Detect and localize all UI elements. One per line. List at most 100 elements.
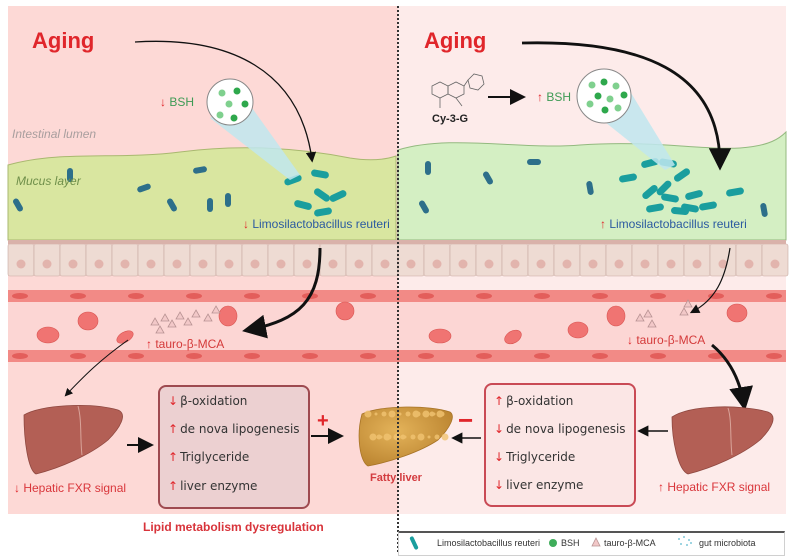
bsh-dot: [241, 100, 249, 108]
cell-nucleus: [42, 259, 52, 269]
endothelial-cells: [12, 293, 782, 359]
cell-nucleus: [328, 259, 338, 269]
endothelial-nucleus: [766, 293, 782, 299]
tauro-triangle: [191, 309, 201, 318]
effect-row: ↑de nova lipogenesis: [168, 422, 300, 436]
reuteri-rod: [294, 200, 312, 210]
effect-row: ↓de nova lipogenesis: [494, 422, 626, 436]
fat-droplet: [405, 411, 411, 417]
tauro-label-right: ↓ tauro-β-MCA: [627, 333, 706, 347]
cell-nucleus: [614, 259, 624, 269]
triangle-icon: [591, 537, 601, 549]
cell-nucleus: [68, 259, 78, 269]
reuteri-rod: [661, 193, 679, 203]
panel-divider: [397, 6, 399, 552]
microbe: [193, 166, 207, 174]
tauro-label-left: ↑ tauro-β-MCA: [146, 337, 225, 351]
tauro-to-liver-arrow-left: [64, 339, 129, 397]
endothelial-nucleus: [244, 293, 260, 299]
legend: Limosilactobacillus reuteri BSH tauro-β-…: [398, 531, 785, 556]
rod-bacterium-icon: [409, 536, 419, 552]
fxr-label-right: ↑ Hepatic FXR signal: [658, 480, 771, 494]
endothelial-nucleus: [12, 293, 28, 299]
legend-label: Limosilactobacillus reuteri: [437, 538, 541, 548]
endothelial-nucleus: [418, 293, 434, 299]
fat-droplet: [432, 412, 436, 416]
reuteri-rod: [642, 184, 658, 200]
bsh-label-left: ↓ BSH: [160, 95, 195, 109]
tauro-triangle: [175, 311, 185, 320]
cell-nucleus: [302, 259, 312, 269]
microbe: [760, 203, 768, 217]
up-arrow-icon: ↑: [537, 90, 543, 104]
fat-droplet: [403, 435, 407, 439]
tauro-to-liver-arrow-right: [711, 343, 754, 411]
endothelial-nucleus: [418, 353, 434, 359]
tauro-triangle: [679, 307, 689, 316]
reuteri-rod: [311, 169, 329, 179]
microbe: [13, 198, 23, 212]
cell-nucleus: [146, 259, 156, 269]
endothelial-nucleus: [650, 293, 666, 299]
reuteri-rod: [685, 190, 703, 200]
cell-nucleus: [16, 259, 26, 269]
fat-droplet: [364, 410, 372, 418]
effects-box-left: ↓β-oxidation ↑de nova lipogenesis ↑Trigl…: [158, 385, 310, 509]
reuteri-rod: [673, 168, 691, 182]
endothelial-nucleus: [766, 353, 782, 359]
microbe: [586, 181, 594, 195]
plus-sign-icon: +: [317, 410, 329, 432]
effect-row: ↓liver enzyme: [494, 478, 584, 492]
cell-nucleus: [172, 259, 182, 269]
bsh-dot: [216, 111, 224, 119]
endothelial-nucleus: [360, 353, 376, 359]
effect-row: ↑β-oxidation: [494, 394, 574, 408]
reuteri-rod: [314, 207, 332, 217]
cell-nucleus: [692, 259, 702, 269]
tauro-triangle: [647, 319, 657, 328]
cy3g-label: Cy-3-G: [432, 113, 469, 125]
cell-nucleus: [770, 259, 780, 269]
down-arrow-icon: ↓: [243, 217, 249, 231]
minus-sign-icon: −: [458, 405, 474, 435]
fat-droplet: [398, 412, 402, 416]
effects-box-right: ↑β-oxidation ↓de nova lipogenesis ↓Trigl…: [484, 383, 636, 507]
endothelial-nucleus: [244, 353, 260, 359]
fatty-liver-label: Fatty liver: [370, 472, 422, 484]
tauro-triangle: [183, 317, 193, 326]
fat-droplet: [422, 410, 430, 418]
tauro-triangle: [160, 313, 170, 322]
microbe: [67, 168, 73, 182]
bacteria-to-tauro-arrow-right: [689, 247, 731, 314]
green-dot-icon: [549, 539, 557, 547]
tauro-triangles: [150, 299, 693, 334]
bsh-dot: [614, 104, 622, 112]
bsh-dot: [233, 87, 241, 95]
bsh-dots: [216, 78, 628, 122]
cell-nucleus: [94, 259, 104, 269]
bsh-dot: [612, 82, 620, 90]
endothelial-nucleus: [302, 353, 318, 359]
endothelial-nucleus: [476, 293, 492, 299]
reuteri-rod: [656, 180, 672, 196]
fat-droplet: [379, 435, 383, 439]
endothelial-nucleus: [708, 293, 724, 299]
fat-droplet: [388, 410, 396, 418]
reuteri-rod: [313, 188, 331, 202]
red-blood-cells: [36, 301, 748, 345]
tauro-triangle: [150, 317, 160, 326]
up-arrow-icon: ↑: [600, 217, 606, 231]
fat-droplet: [434, 434, 440, 440]
cell-nucleus: [484, 259, 494, 269]
reuteri-rod: [619, 173, 637, 183]
fat-droplet: [410, 434, 416, 440]
tauro-triangle: [167, 319, 177, 328]
tauro-triangle: [635, 313, 645, 322]
up-arrow-icon: ↑: [146, 337, 152, 351]
endothelial-nucleus: [186, 353, 202, 359]
cell-nucleus: [744, 259, 754, 269]
aging-arrow-left: [134, 40, 317, 163]
effect-row: ↑Triglyceride: [168, 450, 250, 464]
cell-nucleus: [640, 259, 650, 269]
cell-nucleus: [666, 259, 676, 269]
